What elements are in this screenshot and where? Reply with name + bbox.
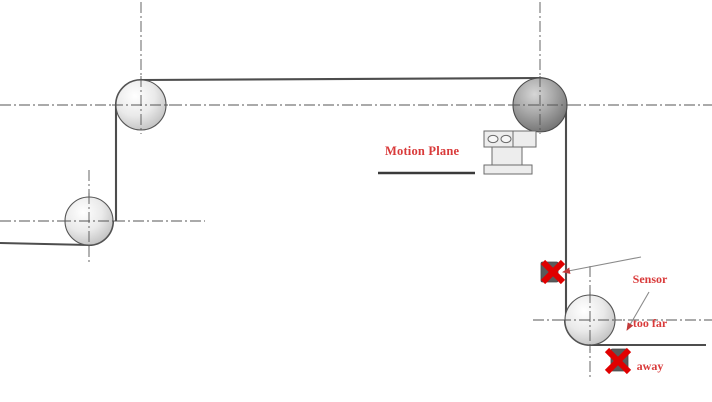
pulley-group	[64, 77, 616, 346]
motion-plane-machine	[483, 130, 537, 175]
upper-x-mark	[540, 259, 566, 285]
sensor-warning-line-3: away	[636, 359, 664, 373]
invalid-marks-group	[540, 259, 632, 375]
pulley-centerline-overlay	[60, 76, 622, 350]
motion-plane-label: Motion Plane	[385, 144, 460, 158]
sensor-warning-line-2: too far	[632, 315, 668, 330]
machine-column	[491, 146, 523, 166]
leader-arrow-upper	[562, 256, 642, 274]
lower-x-mark	[604, 347, 632, 375]
machine-base	[483, 164, 533, 175]
sensor-leader-arrows	[562, 256, 650, 331]
belt-lower-left-horizontal-span	[0, 241, 90, 247]
sensor-warning-line-1: Sensor	[632, 272, 668, 286]
machine-dial-right	[500, 134, 512, 144]
machine-dial-left	[487, 134, 499, 144]
leader-arrow-lower	[626, 291, 650, 331]
sensor-warning-label: Sensor too far away	[614, 243, 686, 402]
belt-top-span	[140, 76, 541, 82]
